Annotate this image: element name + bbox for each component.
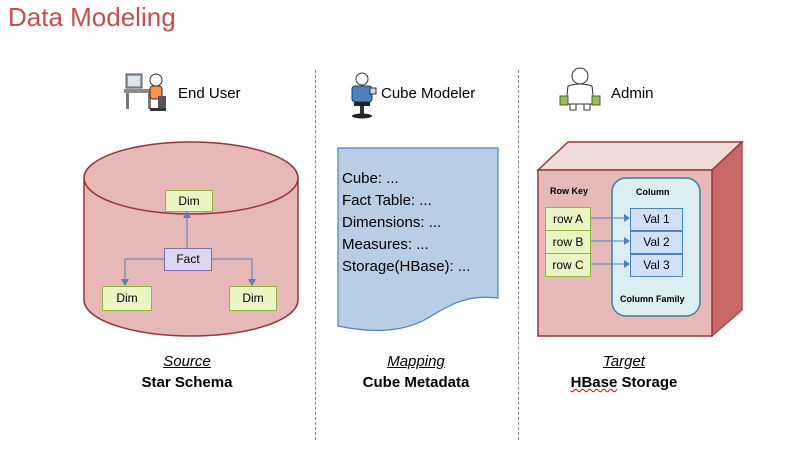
role-admin: Admin [611,85,654,102]
metadata-line-storage: Storage(HBase): ... [342,258,471,275]
end-user-icon [120,70,170,116]
section-divider-2 [518,70,519,440]
metadata-lines: Cube: ... Fact Table: ... Dimensions: ..… [342,168,470,278]
role-end-user: End User [178,85,241,102]
caption-source: Source [163,353,211,370]
metadata-line-dimensions: Dimensions: ... [342,214,442,231]
row-key-label: Row Key [550,186,589,196]
caption-star-schema: Star Schema [141,374,233,391]
page-title: Data Modeling [8,2,176,32]
dim-box-top: Dim [165,190,213,212]
val-box-3: Val 3 [630,254,683,277]
caption-cube-metadata: Cube Metadata [362,374,470,391]
fact-box: Fact [164,248,212,271]
admin-icon [558,66,602,114]
caption-mapping: Mapping [387,353,445,370]
dim-box-right: Dim [229,286,277,311]
caption-hbase-storage: HBase Storage [534,374,714,391]
row-box-b: row B [545,230,591,254]
caption-storage-word: Storage [621,374,678,391]
role-cube-modeler: Cube Modeler [381,85,476,102]
dim-box-left: Dim [102,286,152,311]
val-box-1: Val 1 [630,208,683,231]
caption-target: Target [603,353,645,370]
column-label: Column [636,187,670,197]
metadata-line-fact-table: Fact Table: ... [342,192,432,209]
section-divider-1 [315,70,316,440]
val-box-2: Val 2 [630,231,683,254]
metadata-line-cube: Cube: ... [342,170,399,187]
row-box-c: row C [545,253,591,277]
column-family-label: Column Family [620,294,685,304]
metadata-document-shape [336,146,500,334]
cube-modeler-icon [346,70,382,120]
row-box-a: row A [545,207,591,231]
caption-hbase-word: HBase [570,374,618,391]
metadata-line-measures: Measures: ... [342,236,429,253]
